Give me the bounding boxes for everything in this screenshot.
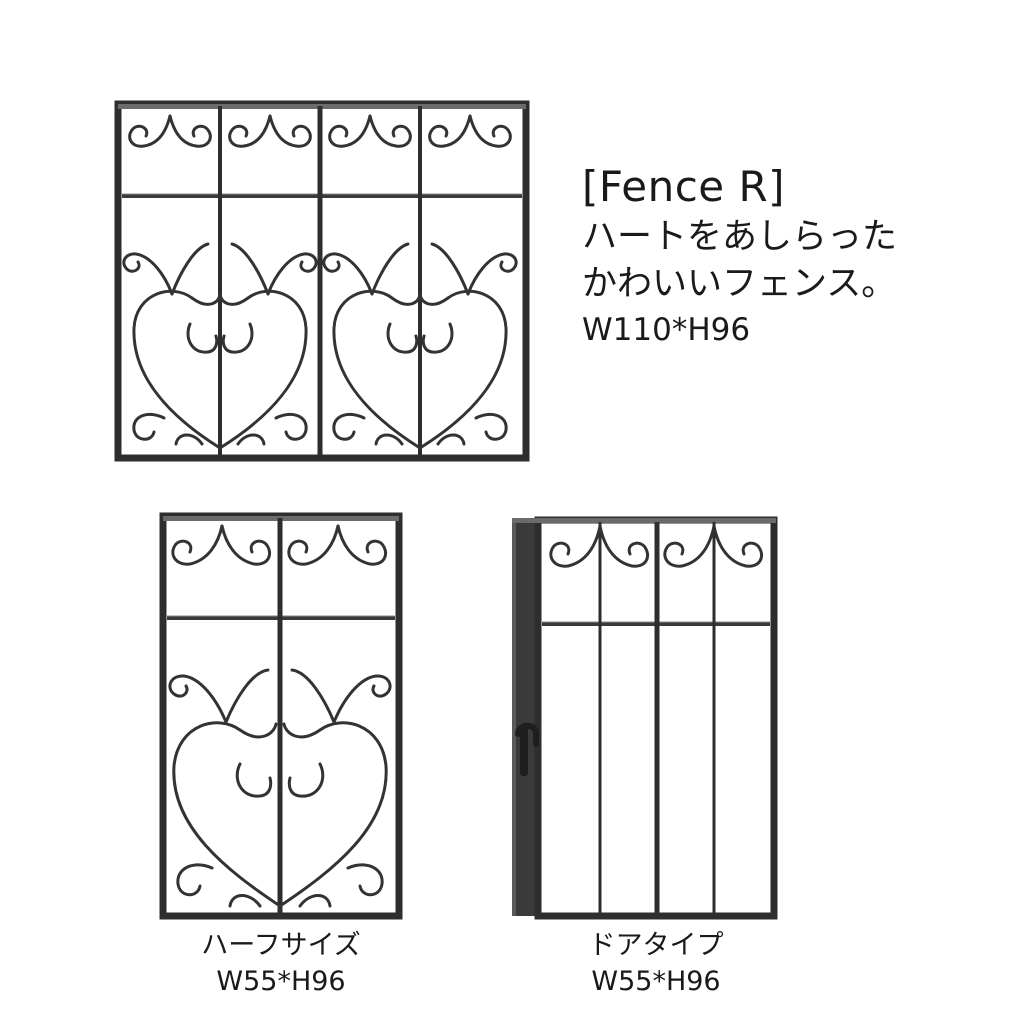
fence-half-size-image xyxy=(159,512,403,920)
caption-half-size: ハーフサイズ W55*H96 xyxy=(176,928,386,1000)
caption-door-type: ドアタイプ W55*H96 xyxy=(546,928,766,1000)
variant-name-half: ハーフサイズ xyxy=(201,930,361,961)
fence-r-full-image xyxy=(114,100,530,462)
door-handle-icon xyxy=(515,722,539,776)
product-size: W110*H96 xyxy=(582,312,751,348)
product-title: [Fence R] xyxy=(582,162,786,211)
fence-door-type-image xyxy=(512,516,778,920)
description-line-2: かわいいフェンス。 xyxy=(582,264,897,304)
variant-size-door: W55*H96 xyxy=(591,966,721,997)
variant-size-half: W55*H96 xyxy=(216,966,346,997)
description-line-1: ハートをあしらった xyxy=(582,217,898,257)
product-info: [Fence R] ハートをあしらった かわいいフェンス。 W110*H96 xyxy=(582,160,897,352)
variant-name-door: ドアタイプ xyxy=(588,930,724,961)
